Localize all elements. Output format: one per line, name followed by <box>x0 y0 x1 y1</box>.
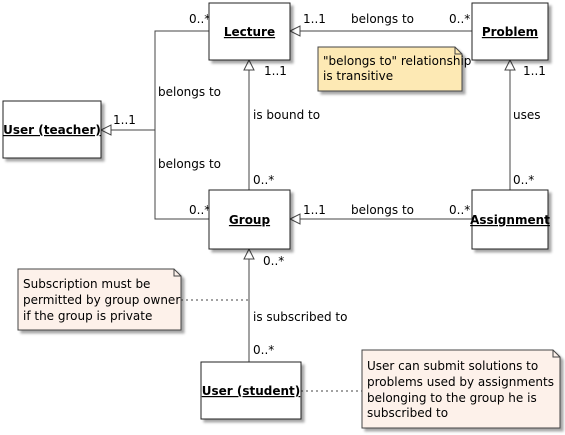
note-subscription[interactable]: Subscription must be permitted by group … <box>17 268 182 331</box>
label-group-teacher: belongs to <box>158 157 221 171</box>
class-group-name: Group <box>229 213 271 227</box>
class-assignment[interactable]: Assignment <box>470 189 550 250</box>
mult-teacher: 1..1 <box>113 113 136 127</box>
label-lecture-teacher: belongs to <box>158 85 221 99</box>
class-lecture[interactable]: Lecture <box>208 2 291 61</box>
class-user-teacher-name: User (teacher) <box>3 123 101 137</box>
arrowhead-group-right <box>288 213 301 225</box>
mult-lecture-group-tgt: 0..* <box>253 173 274 187</box>
label-lecture-problem: belongs to <box>351 12 414 26</box>
label-group-assignment: belongs to <box>351 203 414 217</box>
arrowhead-lecture <box>288 25 301 37</box>
class-user-student-name: User (student) <box>202 384 301 398</box>
edges <box>101 30 511 362</box>
note-submit-line-3: belonging to the group he is <box>367 391 537 405</box>
edge-labels: belongs to 1..1 0..* belongs to 0..* bel… <box>113 12 546 357</box>
class-problem[interactable]: Problem <box>471 2 549 61</box>
mult-group-assignment-tgt: 0..* <box>449 203 470 217</box>
note-subscription-line-2: permitted by group owner <box>23 293 180 307</box>
class-user-teacher[interactable]: User (teacher) <box>2 100 102 159</box>
class-problem-name: Problem <box>482 25 538 39</box>
mult-group-assignment-src: 1..1 <box>303 203 326 217</box>
mult-lecture-teacher-src: 0..* <box>189 12 210 26</box>
note-transitive[interactable]: "belongs to" relationship is transitive <box>317 46 471 92</box>
mult-group-teacher-src: 0..* <box>189 203 210 217</box>
arrowhead-teacher <box>99 124 112 136</box>
mult-lecture-problem-src: 1..1 <box>303 12 326 26</box>
note-connectors <box>181 299 362 392</box>
note-submit-line-4: subscribed to <box>367 406 448 420</box>
arrowhead-group-bottom <box>243 247 255 260</box>
mult-problem-assignment-src: 1..1 <box>523 64 546 78</box>
arrowheads <box>99 25 516 260</box>
mult-group-student-src: 0..* <box>263 254 284 268</box>
class-group[interactable]: Group <box>208 189 291 250</box>
mult-lecture-group-src: 1..1 <box>264 64 287 78</box>
arrowhead-lecture-bottom <box>243 58 255 71</box>
mult-problem-assignment-tgt: 0..* <box>513 173 534 187</box>
label-lecture-group: is bound to <box>253 108 320 122</box>
mult-group-student-tgt: 0..* <box>253 343 274 357</box>
class-lecture-name: Lecture <box>224 25 275 39</box>
edge-lecture-teacher <box>101 30 209 131</box>
edge-group-teacher <box>154 130 209 220</box>
note-submit-line-1: User can submit solutions to <box>367 359 538 373</box>
note-transitive-line-2: is transitive <box>323 69 393 83</box>
arrowhead-problem <box>504 58 516 71</box>
mult-lecture-problem-tgt: 0..* <box>449 12 470 26</box>
note-submit[interactable]: User can submit solutions to problems us… <box>361 349 561 429</box>
note-subscription-line-3: if the group is private <box>23 309 152 323</box>
label-problem-assignment: uses <box>513 108 541 122</box>
note-subscription-line-1: Subscription must be <box>23 277 150 291</box>
class-assignment-name: Assignment <box>470 213 550 227</box>
label-group-student: is subscribed to <box>253 310 347 324</box>
note-transitive-line-1: "belongs to" relationship <box>323 54 471 68</box>
class-user-student[interactable]: User (student) <box>200 361 302 420</box>
note-submit-line-2: problems used by assignments <box>367 375 554 389</box>
